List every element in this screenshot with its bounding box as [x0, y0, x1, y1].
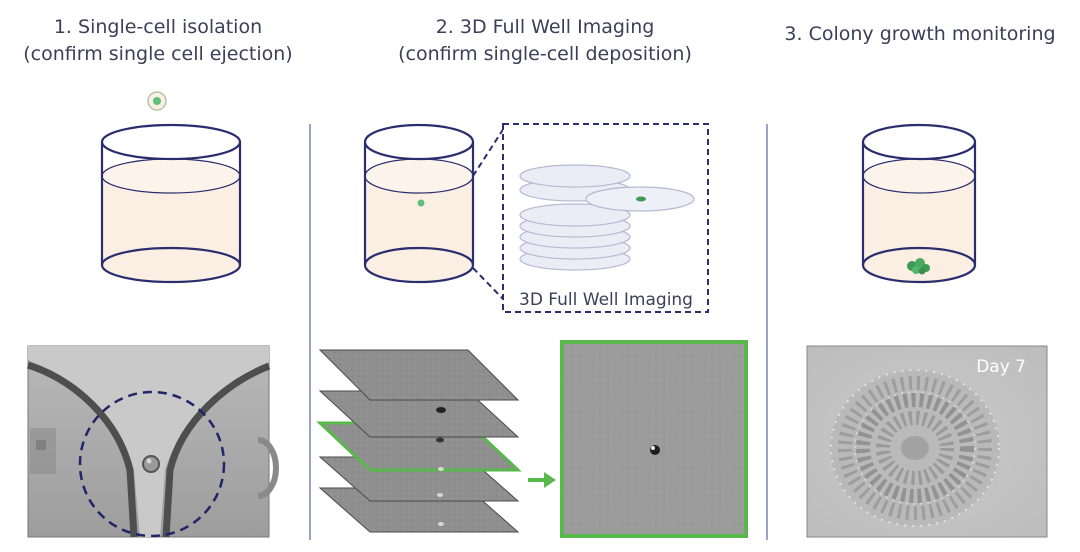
full-well-imaging-inset: 3D Full Well Imaging — [502, 123, 709, 313]
well-step-3 — [861, 123, 977, 284]
colony-micrograph: Day 7 — [806, 345, 1048, 538]
zoom-connector-lines — [472, 127, 505, 301]
step-3-title-line1: 3. Colony growth monitoring — [784, 23, 1056, 45]
nozzle-micrograph — [26, 345, 279, 538]
image-stack — [316, 349, 522, 533]
well-step-1 — [100, 123, 242, 284]
ejected-cell-droplet — [147, 91, 167, 111]
step-1-title-line2: (confirm single cell ejection) — [23, 43, 293, 65]
step-3-title: 3. Colony growth monitoring — [770, 21, 1070, 48]
step-1-title-line1: 1. Single-cell isolation — [53, 16, 263, 38]
divider-left — [309, 124, 311, 540]
selected-focal-plane-image — [560, 340, 748, 538]
step-2-title-line2: (confirm single-cell deposition) — [398, 43, 692, 65]
inset-label: 3D Full Well Imaging — [519, 290, 693, 310]
arrow-icon — [528, 472, 556, 488]
divider-right — [766, 124, 768, 540]
day-label: Day 7 — [976, 357, 1026, 377]
step-2-title: 2. 3D Full Well Imaging (confirm single-… — [380, 14, 710, 68]
colony-icon — [907, 258, 930, 275]
well-step-2 — [363, 123, 475, 284]
step-2-title-line1: 2. 3D Full Well Imaging — [435, 16, 655, 38]
step-1-title: 1. Single-cell isolation (confirm single… — [8, 14, 308, 68]
